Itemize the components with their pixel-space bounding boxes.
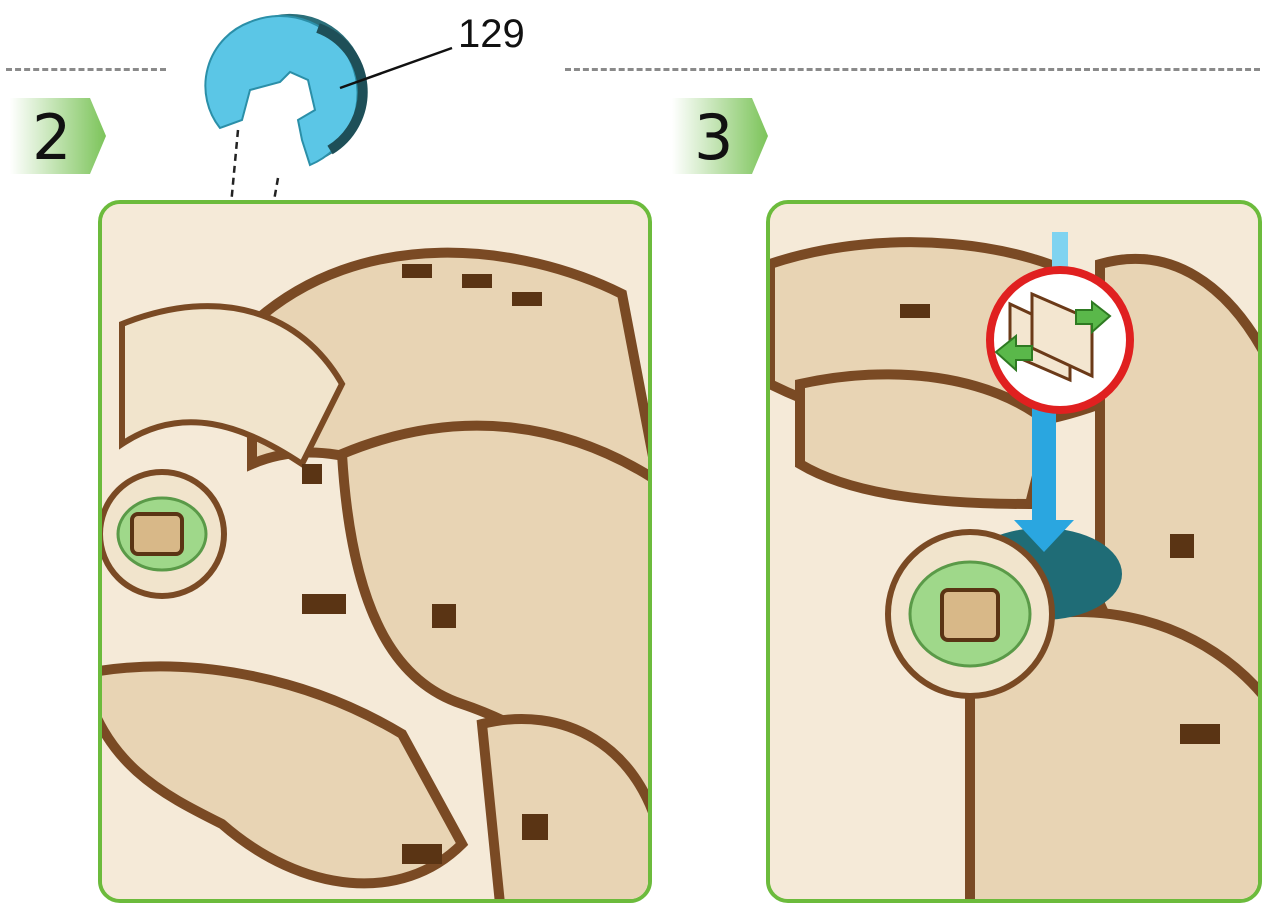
step-number: 2 — [32, 101, 72, 174]
step-3-panel — [766, 200, 1262, 903]
part-number-callout: 129 — [458, 12, 525, 56]
assembly-illustration-2 — [102, 204, 648, 899]
guide-line-left — [6, 68, 166, 71]
step-arrow-icon — [10, 98, 106, 174]
step-marker-2: 2 — [10, 98, 106, 174]
step-marker-3: 3 — [672, 98, 768, 174]
assembly-illustration-3 — [770, 204, 1258, 899]
step-2-panel — [98, 200, 652, 903]
guide-line-right — [565, 68, 1260, 71]
down-arrow-icon — [1014, 232, 1074, 552]
step-number: 3 — [694, 101, 734, 174]
spacer-part-icon — [204, 13, 453, 210]
step-arrow-icon — [672, 98, 768, 174]
push-arrows-icon — [986, 266, 1134, 414]
